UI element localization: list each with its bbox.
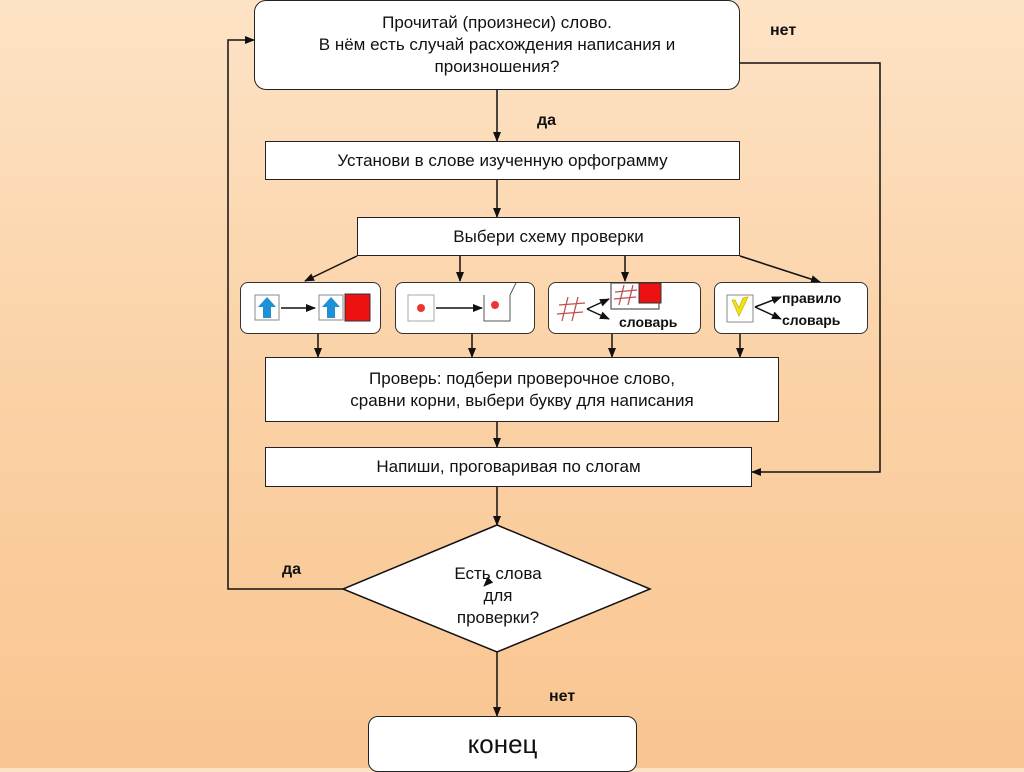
dot-scheme-icon xyxy=(407,282,517,322)
scheme-dictionary-check: словарь xyxy=(548,282,701,334)
stress-arrow-scheme-icon xyxy=(254,293,371,322)
step-find-text: Установи в слове изученную орфограмму xyxy=(337,150,668,170)
start-box: Прочитай (произнеси) слово. В нём есть с… xyxy=(254,0,740,90)
scheme-rule-label: правило xyxy=(782,290,842,306)
start-line-3: произношения? xyxy=(434,57,560,76)
step-choose-scheme: Выбери схему проверки xyxy=(357,217,740,256)
scheme-dictionary-label: словарь xyxy=(619,314,678,330)
step-check-word: Проверь: подбери проверочное слово, срав… xyxy=(265,357,779,422)
start-line-1: Прочитай (произнеси) слово. xyxy=(382,13,612,32)
step-choose-text: Выбери схему проверки xyxy=(453,226,644,246)
end-text: конец xyxy=(467,728,538,759)
hash-dictionary-icon xyxy=(556,282,662,322)
scheme-rule-dictionary-label: словарь xyxy=(782,312,841,328)
label-no-top: нет xyxy=(770,22,797,39)
step-write-syllables: Напиши, проговаривая по слогам xyxy=(265,447,752,487)
start-line-2: В нём есть случай расхождения написания … xyxy=(318,35,676,54)
decision-text: Есть слова для проверки? xyxy=(400,563,596,629)
end-box: конец xyxy=(368,716,637,772)
label-yes-top: да xyxy=(537,112,557,129)
step-check-line-2: сравни корни, выбери букву для написания xyxy=(350,390,694,410)
label-no-decision: нет xyxy=(549,688,576,705)
check-rule-icon xyxy=(726,294,782,323)
step-write-text: Напиши, проговаривая по слогам xyxy=(376,457,641,476)
scheme-letter-check xyxy=(395,282,535,334)
scheme-stress-check xyxy=(240,282,381,334)
decision-line-3: проверки? xyxy=(456,608,540,627)
step-check-line-1: Проверь: подбери проверочное слово, xyxy=(369,368,675,388)
step-find-orthogram: Установи в слове изученную орфограмму xyxy=(265,141,740,180)
scheme-rule-check: правило словарь xyxy=(714,282,868,334)
decision-line-1: Есть слова xyxy=(454,564,542,583)
label-yes-decision: да xyxy=(282,561,302,578)
decision-line-2: для xyxy=(483,586,513,605)
